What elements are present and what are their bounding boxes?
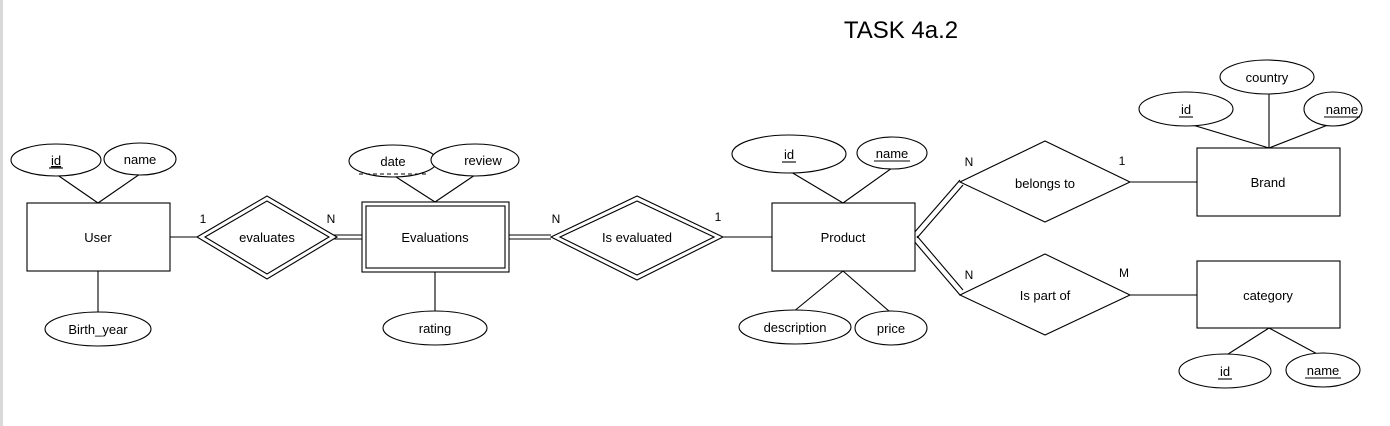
entity-brand[interactable]: Brand: [1196, 147, 1341, 217]
attribute-eval-rating[interactable]: rating: [382, 310, 488, 346]
edge-category-name: [1268, 327, 1322, 357]
attribute-eval-date-label: date: [380, 154, 405, 169]
diagram-title: TASK 4a.2: [844, 17, 958, 44]
attribute-product-description-shape: [738, 309, 852, 345]
edge-product-price: [842, 270, 891, 313]
entity-evaluations[interactable]: Evaluations: [361, 201, 510, 273]
relationship-evaluates-inner: [203, 200, 331, 275]
cardinalities: 1 N N 1 N 1 N M: [200, 154, 1129, 282]
edge-category-id: [1224, 327, 1270, 357]
attribute-eval-rating-label: rating: [419, 321, 452, 336]
edge-user-id: [55, 173, 99, 204]
attribute-product-description[interactable]: description: [738, 309, 852, 345]
attribute-category-id-shape: [1178, 353, 1272, 389]
entity-brand-box: [1196, 147, 1341, 217]
entity-user-label: User: [84, 230, 112, 245]
relationship-evaluates-label: evaluates: [239, 230, 295, 245]
relationship-belongs-to[interactable]: belongs to: [958, 140, 1132, 223]
attribute-user-birth-year-shape: [44, 311, 152, 347]
attribute-product-id-label: id: [784, 147, 794, 162]
cardinality-belongs-to-brand: 1: [1119, 154, 1126, 168]
edge-product-name: [842, 167, 893, 204]
relationship-is-evaluated-label: Is evaluated: [602, 230, 672, 245]
attribute-user-id[interactable]: id: [10, 143, 102, 177]
attribute-user-birth-year-label: Birth_year: [68, 322, 128, 337]
edge-brand-name: [1268, 122, 1334, 149]
edge-product-ispartof-b: [916, 235, 964, 291]
attribute-brand-country-label: country: [1246, 70, 1289, 85]
attribute-category-name-label: name: [1307, 363, 1340, 378]
attribute-brand-id-shape: [1138, 91, 1234, 127]
entity-category-box: [1196, 260, 1341, 329]
relationship-belongs-to-label: belongs to: [1015, 176, 1075, 191]
relationship-is-part-of-shape: [958, 253, 1132, 336]
attribute-product-name[interactable]: name: [856, 136, 928, 170]
entity-product-label: Product: [821, 230, 866, 245]
cardinality-evaluates-evaluations: N: [327, 212, 336, 226]
entity-user[interactable]: User: [26, 202, 171, 272]
edge-product-ispartof-a: [912, 239, 961, 296]
relationship-is-part-of[interactable]: Is part of: [958, 253, 1132, 336]
attribute-user-name-shape: [103, 142, 177, 176]
attribute-eval-rating-shape: [382, 310, 488, 346]
edge-product-description: [792, 270, 844, 313]
attribute-category-id[interactable]: id: [1178, 353, 1272, 389]
cardinality-user-evaluates: 1: [200, 212, 207, 226]
attribute-category-name-shape: [1285, 352, 1361, 388]
relationship-belongs-to-shape: [958, 140, 1132, 223]
attribute-product-price[interactable]: price: [854, 310, 928, 346]
edge-eval-date: [392, 174, 436, 203]
attribute-eval-date[interactable]: date: [348, 144, 438, 178]
edge-brand-id: [1185, 122, 1270, 149]
entity-product[interactable]: Product: [771, 202, 916, 272]
attribute-brand-id[interactable]: id: [1138, 91, 1234, 127]
attribute-brand-country-shape: [1219, 59, 1315, 95]
relationship-evaluates[interactable]: evaluates: [195, 195, 339, 280]
relationship-is-part-of-label: Is part of: [1020, 288, 1071, 303]
cardinality-is-evaluated-product: 1: [715, 210, 722, 224]
edge-product-id: [790, 171, 844, 204]
cardinality-product-is-part-of: N: [965, 268, 974, 282]
attribute-brand-name-label: name: [1326, 102, 1359, 117]
relationship-is-evaluated[interactable]: Is evaluated: [549, 195, 725, 281]
attribute-brand-name[interactable]: name: [1303, 91, 1363, 127]
attribute-category-name[interactable]: name: [1285, 352, 1361, 388]
attribute-brand-id-label: id: [1181, 102, 1191, 117]
attribute-user-id-label: id: [51, 153, 61, 168]
entity-evaluations-inner: [365, 205, 506, 269]
attribute-user-name-label: name: [124, 152, 157, 167]
entity-category[interactable]: category: [1196, 260, 1341, 329]
edge-product-belongsto-b: [916, 184, 964, 239]
attribute-brand-country[interactable]: country: [1219, 59, 1315, 95]
attribute-user-birth-year[interactable]: Birth_year: [44, 311, 152, 347]
edge-user-name: [97, 173, 141, 204]
cardinality-is-part-of-category: M: [1119, 266, 1129, 280]
entity-user-box: [26, 202, 171, 272]
attribute-product-id[interactable]: id: [731, 134, 847, 174]
attribute-user-name[interactable]: name: [103, 142, 177, 176]
connectors: [55, 92, 1334, 357]
attribute-product-price-shape: [854, 310, 928, 346]
attribute-eval-review-label: review: [464, 153, 502, 168]
attribute-product-description-label: description: [764, 320, 827, 335]
attribute-product-id-shape: [731, 134, 847, 174]
entity-category-label: category: [1243, 288, 1293, 303]
cardinality-evaluations-is-evaluated: N: [552, 212, 561, 226]
attribute-eval-review[interactable]: review: [430, 143, 520, 177]
entity-brand-label: Brand: [1251, 175, 1286, 190]
entity-evaluations-label: Evaluations: [401, 230, 469, 245]
cardinality-product-belongs-to: N: [965, 155, 974, 169]
entity-product-box: [771, 202, 916, 272]
attribute-category-id-label: id: [1220, 364, 1230, 379]
er-diagram: TASK 4a.2: [10, 17, 1363, 389]
edge-product-belongsto-a: [912, 179, 961, 235]
relationship-is-evaluated-inner: [558, 200, 716, 276]
edge-eval-review: [434, 174, 476, 203]
attribute-product-price-label: price: [877, 321, 905, 336]
attribute-product-name-label: name: [876, 146, 909, 161]
attribute-user-id-shape: [10, 143, 102, 177]
attribute-eval-review-shape: [430, 143, 520, 177]
